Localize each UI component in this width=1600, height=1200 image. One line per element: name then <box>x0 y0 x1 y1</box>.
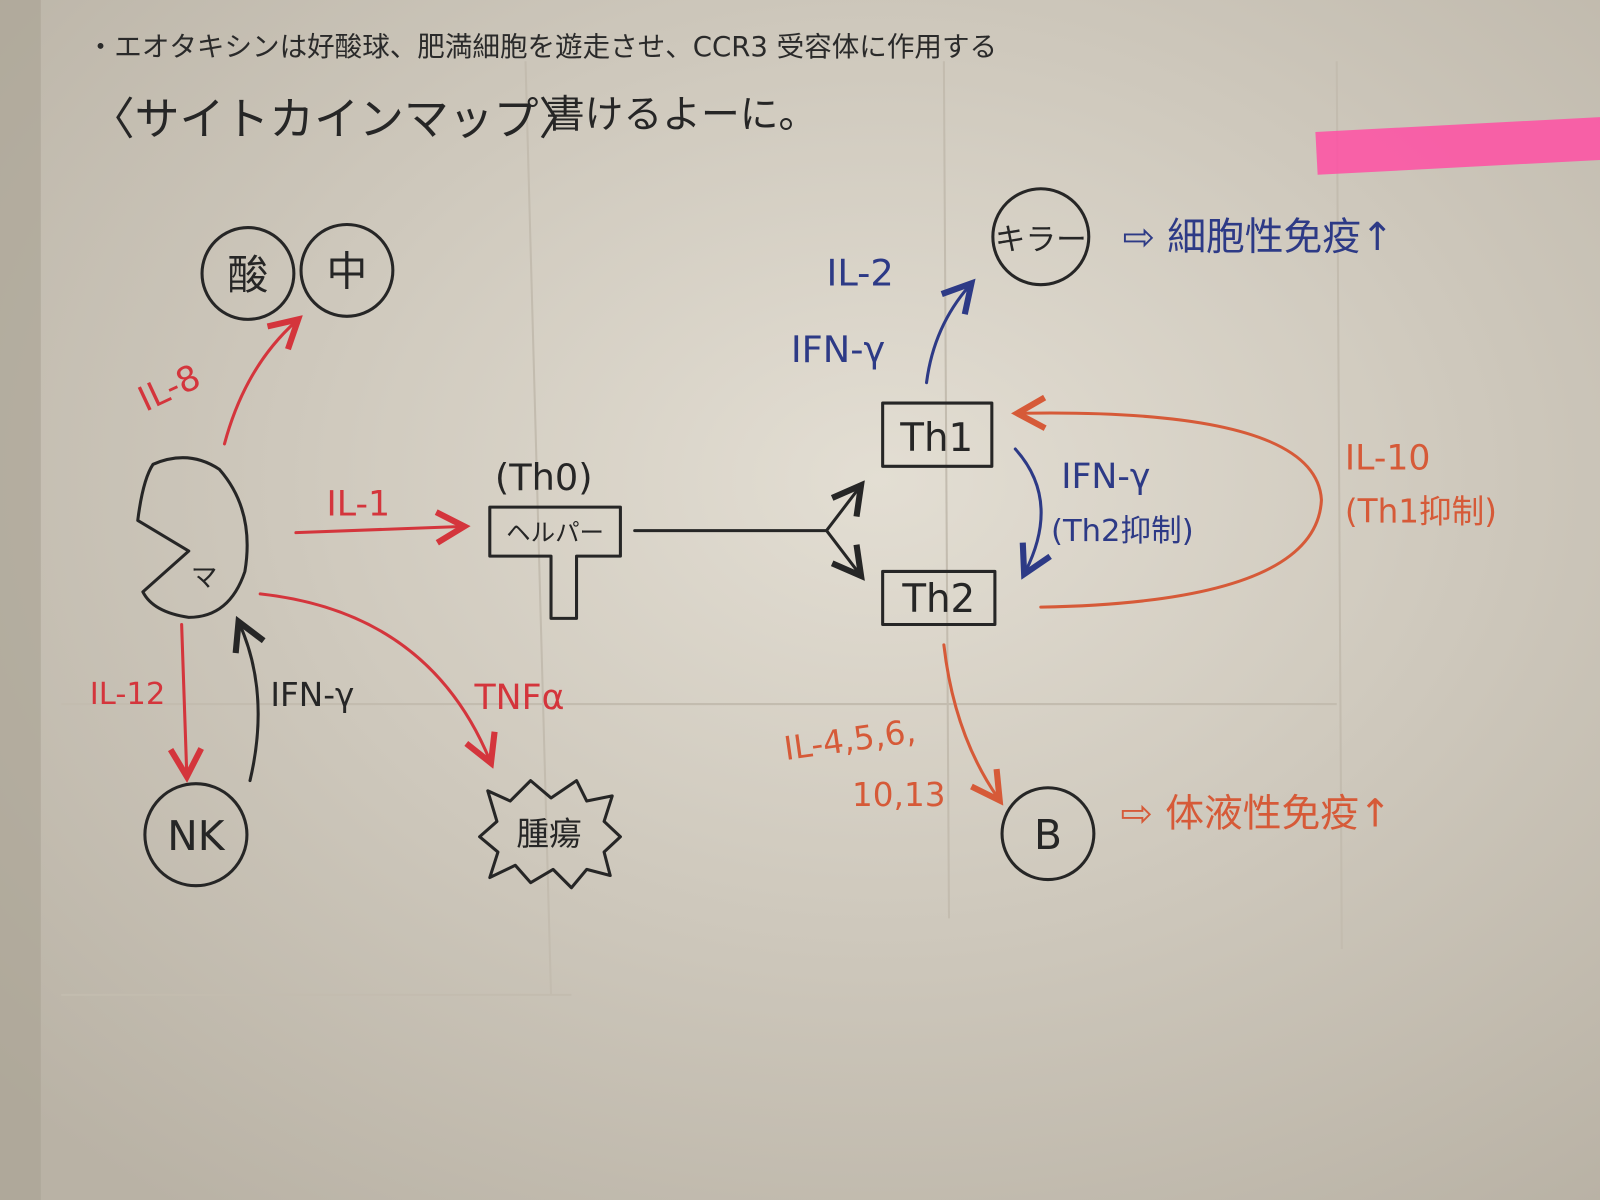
humoral-immunity-text: ⇨ 体液性免疫↑ <box>1120 792 1391 837</box>
helper-label: ヘルパー <box>506 518 604 547</box>
il1-label: IL-1 <box>327 484 391 524</box>
ifn-th-label: IFN-γ <box>1061 457 1150 497</box>
eosinophil-label: 酸 <box>228 251 269 299</box>
ifn-killer-label: IFN-γ <box>791 328 885 371</box>
il2-label: IL-2 <box>827 252 894 295</box>
ifn-macrophage-label: IFN-γ <box>270 676 354 714</box>
b-cell-circle <box>1000 786 1096 882</box>
th1-inhibit-label: (Th1抑制) <box>1345 492 1497 530</box>
nk-circle <box>143 782 249 888</box>
th1-label: Th1 <box>899 416 973 461</box>
macrophage-label: マ <box>191 563 218 594</box>
page-gutter <box>0 0 41 1200</box>
il1-arrow <box>294 527 461 533</box>
eosinophil-circle <box>200 226 296 321</box>
tnf-label: TNFα <box>473 678 564 718</box>
th2-inhibit-label: (Th2抑制) <box>1051 514 1194 549</box>
neutrophil-circle <box>299 222 395 318</box>
il12-arrow <box>182 622 187 773</box>
tumor-burst <box>478 779 622 890</box>
memo-text: 書けるよーに。 <box>546 93 817 138</box>
table-faint-lines <box>61 61 1343 996</box>
tnf-arrow <box>258 592 490 760</box>
diagram-title: 〈サイトカインマップ〉 <box>90 93 584 146</box>
killer-label: キラー <box>995 223 1087 258</box>
printed-note: ・エオタキシンは好酸球、肥満細胞を遊走させ、CCR3 受容体に作用する <box>87 31 997 63</box>
th2-branch-arrow <box>825 529 860 574</box>
il-b-label-2: 10,13 <box>852 776 945 814</box>
helper-t-shape <box>488 505 622 620</box>
th1-box <box>881 401 994 468</box>
th2-to-b-arrow <box>942 643 998 798</box>
nk-label: NK <box>167 812 226 860</box>
il10-label: IL-10 <box>1345 438 1431 478</box>
th2-box <box>881 569 997 627</box>
macrophage-shape <box>136 456 249 619</box>
th2-label: Th2 <box>901 577 975 622</box>
cellular-immunity-text: ⇨ 細胞性免疫↑ <box>1122 215 1393 260</box>
ifn-th1-to-th2-arrow <box>1013 447 1041 571</box>
tumor-label: 腫瘍 <box>516 815 581 853</box>
th1-to-killer-arrow <box>925 286 970 385</box>
neutrophil-label: 中 <box>327 248 368 296</box>
il12-label: IL-12 <box>90 677 166 712</box>
il8-arrow <box>222 321 295 446</box>
ifn-to-macrophage-arrow <box>240 624 258 783</box>
b-cell-label: B <box>1034 811 1062 859</box>
pink-highlighter-tape <box>1315 116 1600 175</box>
killer-circle <box>991 187 1091 287</box>
th0-label: (Th0) <box>495 456 593 499</box>
il10-loop-arrow <box>1020 413 1323 609</box>
